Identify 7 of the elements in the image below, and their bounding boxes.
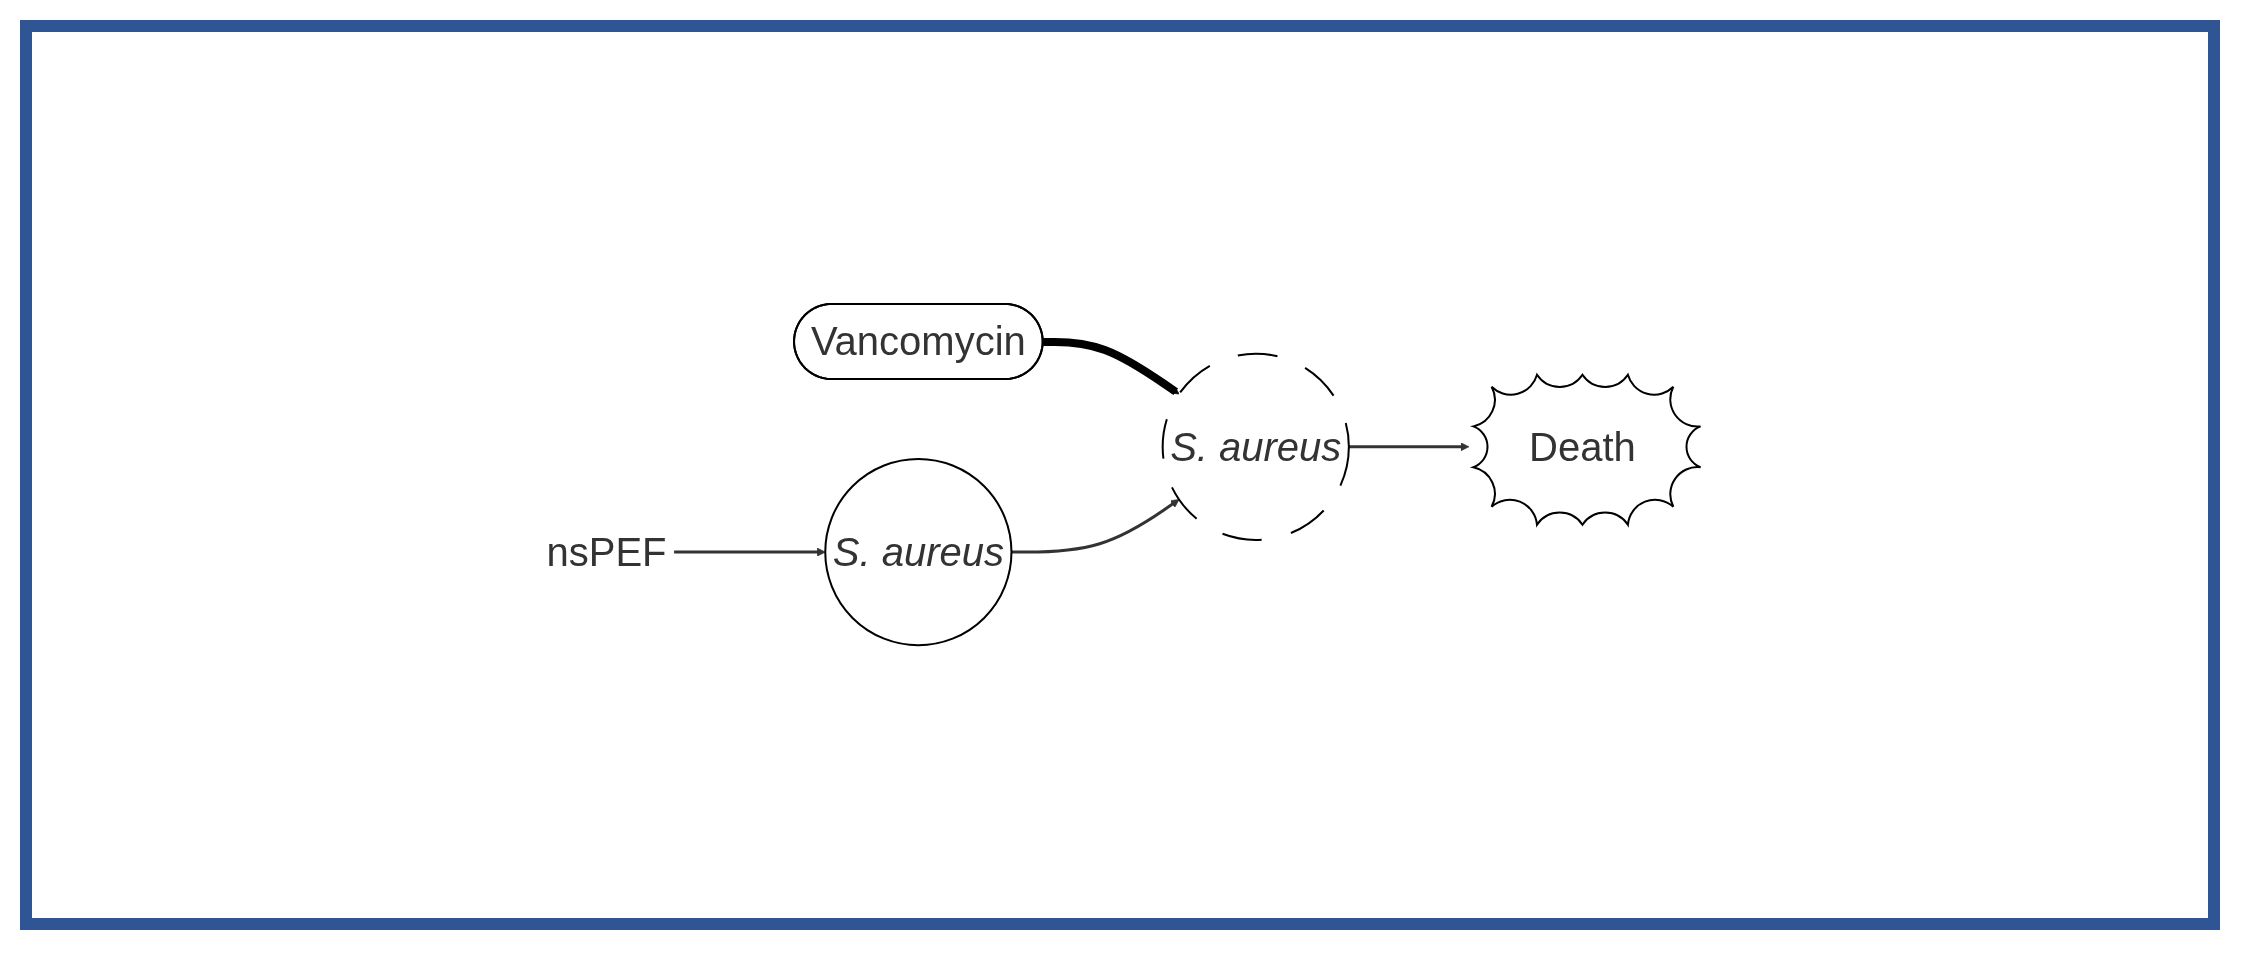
node-circle: S. aureus bbox=[1161, 353, 1351, 542]
node-text: nsPEF bbox=[546, 530, 667, 575]
arrow bbox=[1043, 338, 1180, 396]
arrow bbox=[1011, 499, 1180, 554]
node-circle: S. aureus bbox=[824, 458, 1013, 647]
arrow bbox=[1349, 442, 1470, 452]
arrow bbox=[674, 548, 826, 557]
